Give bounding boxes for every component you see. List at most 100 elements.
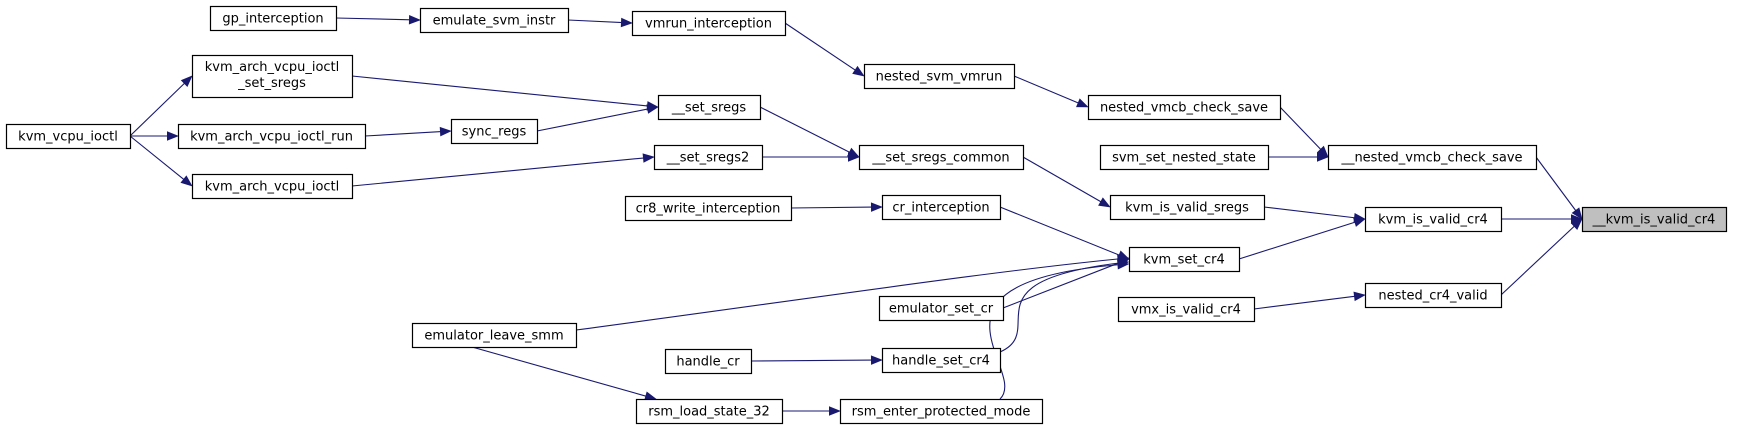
node-box xyxy=(1327,144,1538,171)
node-box xyxy=(653,144,764,171)
node-box xyxy=(878,295,1005,322)
node-label: handle_set_cr4 xyxy=(892,354,990,369)
node-label: __set_sregs2 xyxy=(666,151,750,166)
edge-kvm-arch-vcpu-ioctl-to-set-sregs2 xyxy=(351,153,655,187)
node-sync-regs[interactable]: sync_regs xyxy=(450,118,539,145)
edges-layer xyxy=(129,15,1583,416)
node-kvm-arch-vcpu-ioctl[interactable]: kvm_arch_vcpu_ioctl xyxy=(191,173,354,200)
edge-kvm-vcpu-ioctl-to-kvm-arch-vcpu-ioctl xyxy=(129,135,193,187)
node-box xyxy=(419,7,570,34)
edge-set-sregs-common-to-kvm-is-valid-sregs xyxy=(1022,156,1111,208)
edge-rsm-enter-protected-mode-to-kvm-set-cr4 xyxy=(989,260,1130,400)
node-handle-set-cr4[interactable]: handle_set_cr4 xyxy=(881,347,1002,374)
node-rsm-enter-protected-mode[interactable]: rsm_enter_protected_mode xyxy=(839,398,1044,425)
edge-kvm-arch-vcpu-ioctl-run-to-sync-regs xyxy=(364,126,452,137)
node-label: kvm_set_cr4 xyxy=(1143,253,1225,268)
node-label: __set_sregs_common xyxy=(871,151,1009,166)
node-emulate-svm-instr[interactable]: emulate_svm_instr xyxy=(419,7,570,34)
node-label-line2: _set_sregs xyxy=(237,76,306,91)
node-kvm-is-valid-cr4-focus[interactable]: __kvm_is_valid_cr4 xyxy=(1581,206,1728,233)
edge-kvm-is-valid-cr4-to-kvm-is-valid-cr4-focus xyxy=(1501,214,1583,224)
node-label: nested_svm_vmrun xyxy=(876,70,1003,85)
node-label: vmx_is_valid_cr4 xyxy=(1131,303,1241,318)
node-label: rsm_load_state_32 xyxy=(648,405,770,420)
node-kvm-arch-vcpu-ioctl-run[interactable]: kvm_arch_vcpu_ioctl_run xyxy=(177,123,367,150)
edge-handle-cr-to-handle-set-cr4 xyxy=(750,355,883,365)
node-nested-vmcb-check-save-inner[interactable]: __nested_vmcb_check_save xyxy=(1327,144,1538,171)
node-label: handle_cr xyxy=(676,355,740,370)
edge-svm-set-nested-state-to-nested-vmcb-check-save-inner xyxy=(1268,152,1329,162)
node-kvm-vcpu-ioctl[interactable]: kvm_vcpu_ioctl xyxy=(5,123,132,150)
node-box xyxy=(1099,144,1270,171)
nodes-layer: __kvm_is_valid_cr4kvm_is_valid_cr4nested… xyxy=(5,5,1728,425)
edge-vmx-is-valid-cr4-to-nested-cr4-valid xyxy=(1253,291,1366,310)
node-nested-svm-vmrun[interactable]: nested_svm_vmrun xyxy=(863,63,1016,90)
node-cr8-write-interception[interactable]: cr8_write_interception xyxy=(624,195,793,222)
edge-kvm-vcpu-ioctl-to-kvm-arch-vcpu-ioctl-run xyxy=(130,131,179,141)
node-box xyxy=(1117,296,1256,323)
edge-emulate-svm-instr-to-vmrun-interception xyxy=(567,17,633,28)
node-kvm-arch-vcpu-ioctl-set-sregs[interactable]: kvm_arch_vcpu_ioctl_set_sregs xyxy=(191,54,354,99)
edge-handle-set-cr4-to-kvm-set-cr4 xyxy=(999,258,1130,353)
edge-kvm-set-cr4-to-kvm-is-valid-cr4 xyxy=(1238,217,1366,260)
node-box xyxy=(664,348,753,375)
node-kvm-set-cr4[interactable]: kvm_set_cr4 xyxy=(1128,246,1241,273)
node-vmrun-interception[interactable]: vmrun_interception xyxy=(631,10,787,37)
node-kvm-is-valid-sregs[interactable]: kvm_is_valid_sregs xyxy=(1109,194,1266,221)
node-box xyxy=(450,118,539,145)
node-label: kvm_vcpu_ioctl xyxy=(18,130,118,145)
node-box xyxy=(657,94,762,121)
node-label: cr8_write_interception xyxy=(636,202,781,217)
node-box xyxy=(1364,282,1503,309)
edge-set-sregs-to-set-sregs-common xyxy=(759,106,860,158)
node-box xyxy=(624,195,793,222)
node-label: emulator_leave_smm xyxy=(424,329,563,344)
edge-nested-svm-vmrun-to-nested-vmcb-check-save xyxy=(1013,75,1089,108)
node-box xyxy=(191,54,354,99)
node-label: kvm_arch_vcpu_ioctl xyxy=(205,180,340,195)
node-box xyxy=(5,123,132,150)
node-label: svm_set_nested_state xyxy=(1112,151,1256,166)
node-emulator-set-cr[interactable]: emulator_set_cr xyxy=(878,295,1005,322)
node-handle-cr[interactable]: handle_cr xyxy=(664,348,753,375)
node-kvm-is-valid-cr4[interactable]: kvm_is_valid_cr4 xyxy=(1364,206,1503,233)
node-box xyxy=(1581,206,1728,233)
node-label: rsm_enter_protected_mode xyxy=(852,405,1031,420)
node-vmx-is-valid-cr4[interactable]: vmx_is_valid_cr4 xyxy=(1117,296,1256,323)
node-rsm-load-state-32[interactable]: rsm_load_state_32 xyxy=(635,398,784,425)
node-box xyxy=(863,63,1016,90)
node-label: cr_interception xyxy=(892,201,989,216)
node-box xyxy=(209,5,338,32)
edge-nested-vmcb-check-save-to-nested-vmcb-check-save-inner xyxy=(1279,106,1329,158)
node-box xyxy=(881,194,1002,221)
node-box xyxy=(1128,246,1241,273)
node-box xyxy=(177,123,367,150)
node-set-sregs-common[interactable]: __set_sregs_common xyxy=(858,144,1025,171)
edge-kvm-is-valid-sregs-to-kvm-is-valid-cr4 xyxy=(1263,206,1366,223)
node-label: kvm_arch_vcpu_ioctl xyxy=(205,60,340,75)
node-nested-cr4-valid[interactable]: nested_cr4_valid xyxy=(1364,282,1503,309)
edge-cr-interception-to-kvm-set-cr4 xyxy=(999,206,1130,260)
node-label: kvm_arch_vcpu_ioctl_run xyxy=(190,130,353,145)
node-set-sregs2[interactable]: __set_sregs2 xyxy=(653,144,764,171)
edge-emulator-leave-smm-to-kvm-set-cr4 xyxy=(575,254,1130,331)
edge-set-sregs2-to-set-sregs-common xyxy=(762,152,860,162)
node-label: nested_vmcb_check_save xyxy=(1100,101,1268,116)
node-cr-interception[interactable]: cr_interception xyxy=(881,194,1002,221)
node-label: gp_interception xyxy=(222,12,323,27)
node-svm-set-nested-state[interactable]: svm_set_nested_state xyxy=(1099,144,1270,171)
node-box xyxy=(881,347,1002,374)
node-nested-vmcb-check-save[interactable]: nested_vmcb_check_save xyxy=(1087,94,1282,121)
node-label: __nested_vmcb_check_save xyxy=(1340,151,1522,166)
node-gp-interception[interactable]: gp_interception xyxy=(209,5,338,32)
node-box xyxy=(1087,94,1282,121)
edge-nested-cr4-valid-to-kvm-is-valid-cr4-focus xyxy=(1500,218,1583,296)
node-box xyxy=(839,398,1044,425)
node-emulator-leave-smm[interactable]: emulator_leave_smm xyxy=(411,322,578,349)
node-set-sregs[interactable]: __set_sregs xyxy=(657,94,762,121)
edge-cr8-write-interception-to-cr-interception xyxy=(790,202,883,212)
edge-gp-interception-to-emulate-svm-instr xyxy=(335,15,421,25)
node-label: __set_sregs xyxy=(671,101,746,116)
edge-kvm-arch-vcpu-ioctl-set-sregs-to-set-sregs xyxy=(351,75,659,111)
node-label: kvm_is_valid_sregs xyxy=(1125,201,1249,216)
